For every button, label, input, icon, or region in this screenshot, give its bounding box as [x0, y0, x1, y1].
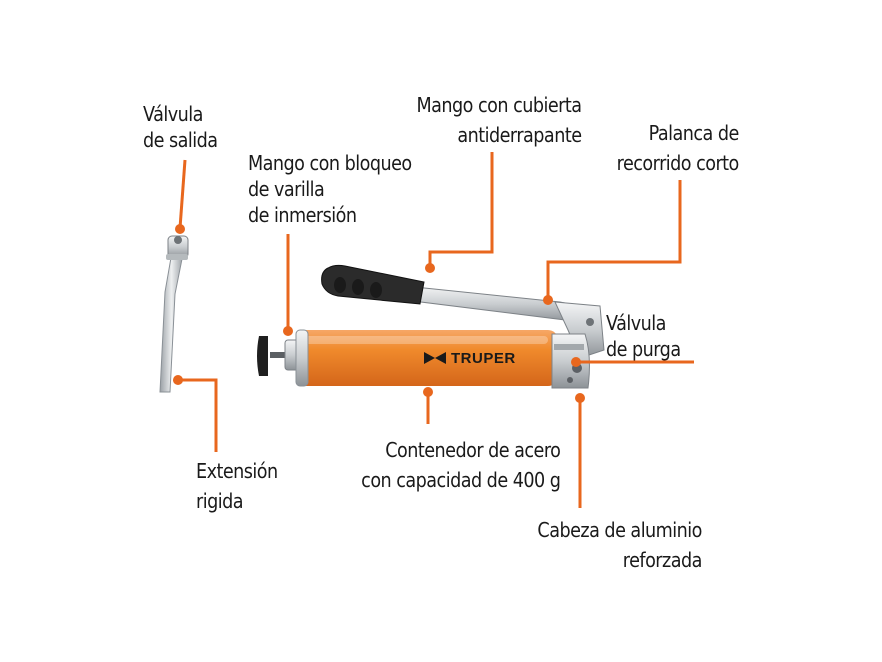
truper-logo: TRUPER — [424, 348, 516, 368]
label-palanca: Palanca de recorrido corto — [616, 121, 740, 175]
plunger-handle — [257, 336, 300, 376]
leader-mango-cubierta — [428, 152, 494, 268]
leader-dots — [173, 224, 585, 403]
lever-arm — [404, 285, 605, 359]
label-valvula-purga: Válvula de purga — [606, 311, 681, 361]
label-valvula-salida: Válvula de salida — [143, 102, 218, 152]
label-mango-bloqueo: Mango con bloqueo de varilla de inmersió… — [248, 151, 412, 227]
label-mango-cubierta: Mango con cubierta antiderrapante — [416, 93, 582, 147]
leader-lines — [178, 152, 694, 508]
rubber-grip — [321, 264, 425, 305]
label-extension: Extensión rigida — [196, 459, 278, 513]
label-contenedor: Contenedor de acero con capacidad de 400… — [360, 438, 561, 492]
truper-logo-icon — [424, 352, 446, 364]
label-cabeza: Cabeza de aluminio reforzada — [537, 518, 703, 572]
leader-extension — [178, 378, 218, 452]
leader-valvula-salida — [178, 159, 187, 229]
truper-logo-text: TRUPER — [451, 349, 516, 367]
leader-palanca — [546, 180, 682, 300]
rigid-extension-tube — [159, 235, 189, 393]
